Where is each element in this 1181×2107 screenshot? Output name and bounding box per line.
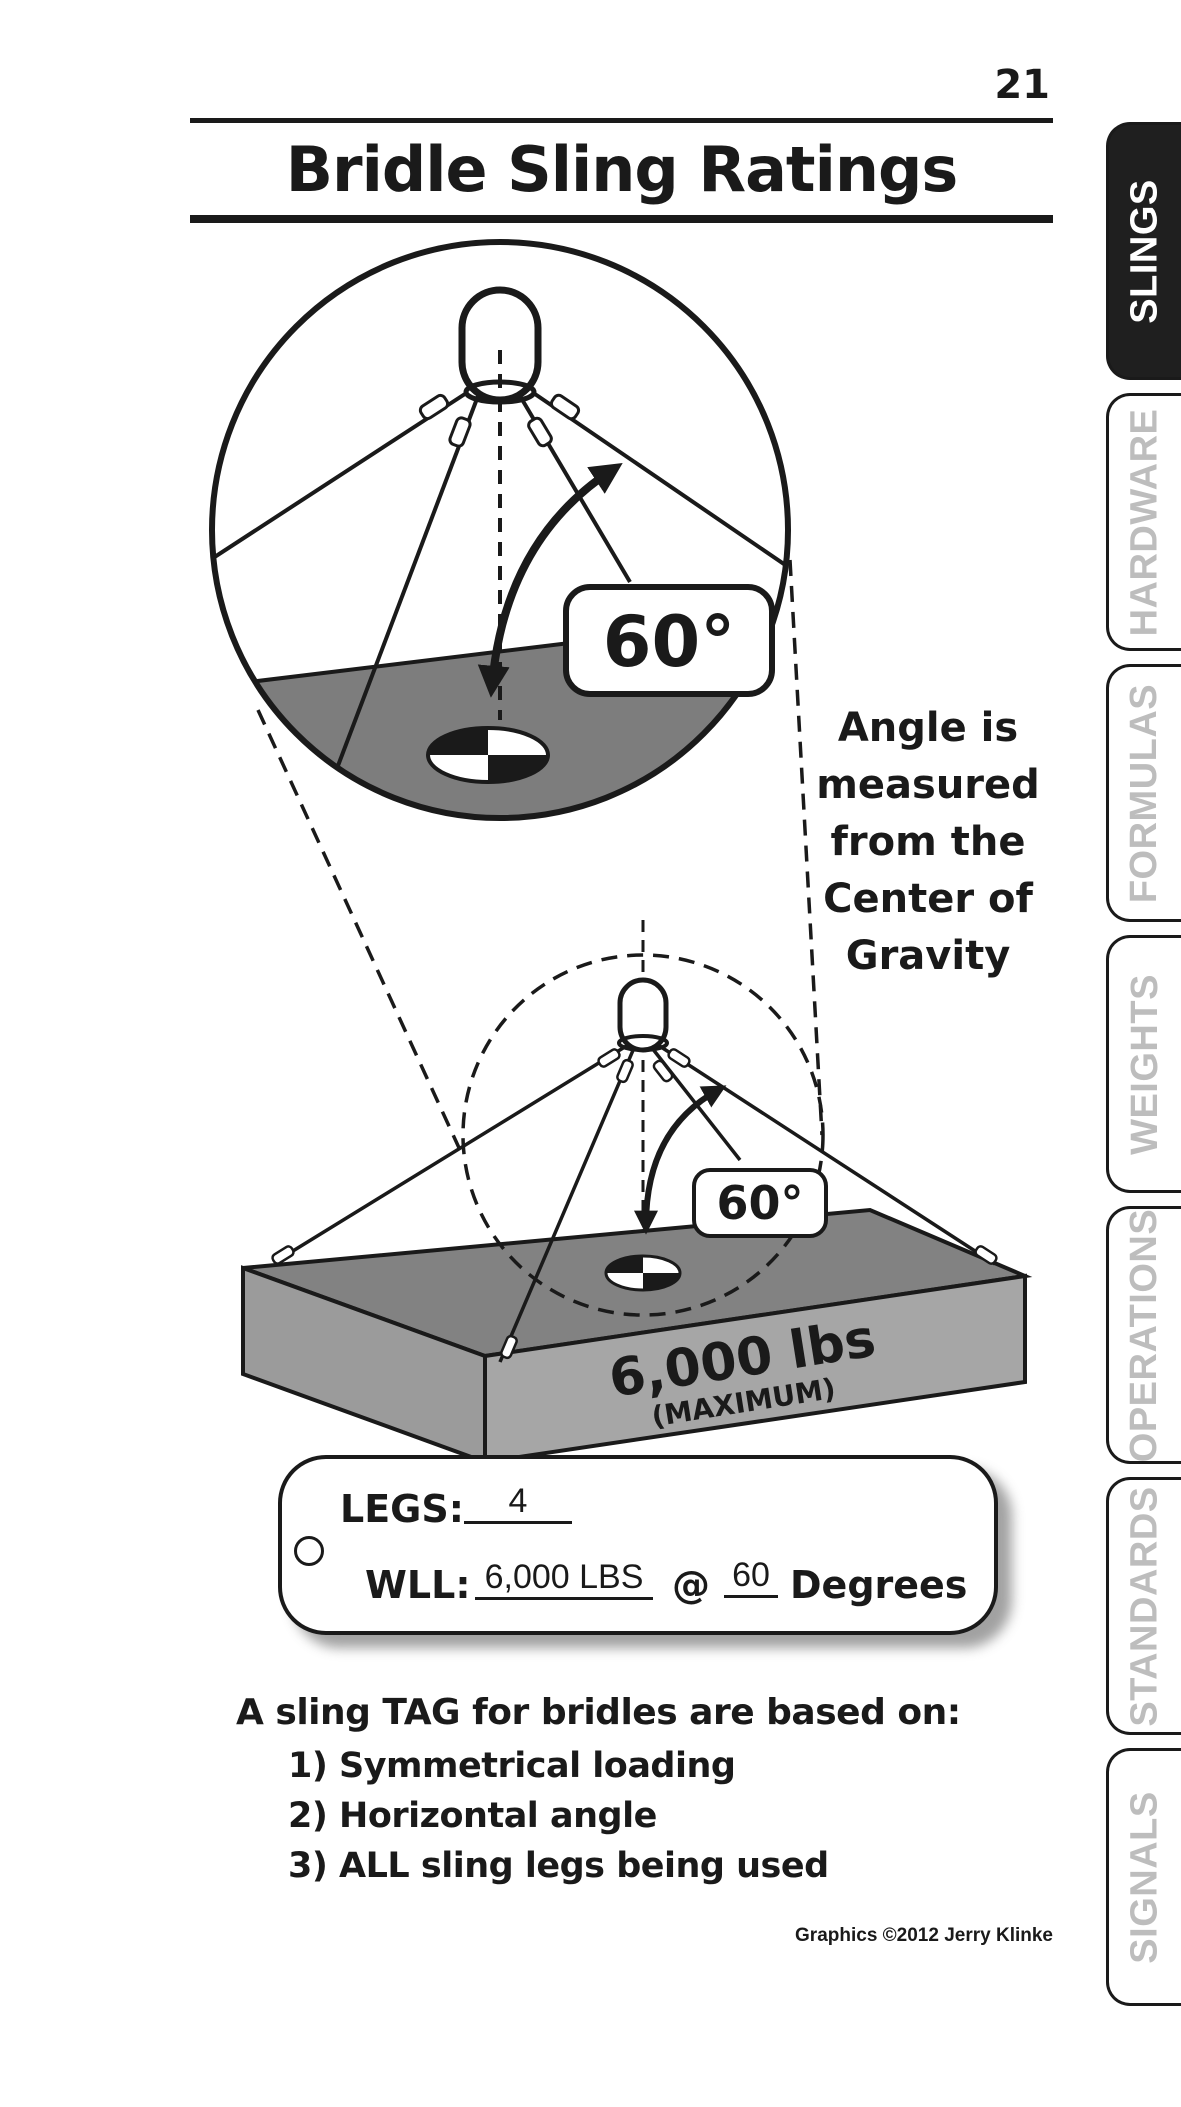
sling-fittings — [271, 1048, 998, 1360]
bridle-note-list: 1) Symmetrical loading 2) Horizontal ang… — [288, 1741, 1036, 1891]
bridle-assembly: 60° — [271, 920, 998, 1363]
detail-circle — [461, 953, 825, 1317]
tab-standards[interactable]: STANDARDS — [1106, 1477, 1181, 1735]
load-front-face — [483, 1273, 1027, 1465]
at-symbol: @ — [672, 1563, 710, 1607]
zoom-sling-fittings — [418, 393, 581, 448]
zoom-angle-arc — [477, 462, 623, 698]
title-rule-bottom — [190, 215, 1053, 223]
angle-note: Angle is measured from the Center of Gra… — [778, 700, 1078, 985]
sling-leg — [657, 1043, 996, 1266]
angle-note-line: Center of — [823, 876, 1033, 922]
cog-marker — [604, 1254, 682, 1292]
sling-leg — [498, 1047, 636, 1363]
zoom-sling-leg — [212, 390, 470, 562]
legs-value: 4 — [464, 1481, 572, 1524]
sling-tag: LEGS: 4 WLL: 6,000 LBS @ 60 Degrees — [278, 1455, 998, 1635]
projection-lines — [256, 559, 824, 1151]
bridle-note-heading: A sling TAG for bridles are based on: — [236, 1692, 961, 1733]
tab-slings[interactable]: SLINGS — [1106, 122, 1181, 380]
legs-label: LEGS: — [340, 1487, 464, 1531]
list-item: 2) Horizontal angle — [288, 1796, 657, 1836]
sling-leg — [274, 1043, 629, 1264]
angle-note-line: measured — [816, 762, 1040, 808]
title-rule-top — [190, 118, 1053, 123]
tab-signals[interactable]: SIGNALS — [1106, 1748, 1181, 2006]
angle-value: 60 — [724, 1555, 778, 1598]
tab-hardware[interactable]: HARDWARE — [1106, 393, 1181, 651]
tag-hole — [294, 1536, 324, 1566]
load-angle-label: 60° — [716, 1176, 803, 1230]
angle-note-line: Angle is — [837, 705, 1019, 751]
wll-label: WLL: — [365, 1563, 471, 1607]
angle-arc — [634, 1085, 727, 1235]
zoom-circle: 60° — [209, 239, 791, 821]
degrees-label: Degrees — [790, 1563, 968, 1607]
wll-value: 6,000 LBS — [475, 1557, 653, 1600]
zoom-angle-badge — [563, 584, 775, 697]
tab-formulas[interactable]: FORMULAS — [1106, 664, 1181, 922]
zoom-sling-leg — [323, 395, 480, 801]
bridle-note: A sling TAG for bridles are based on: 1)… — [236, 1692, 1036, 1891]
page-title: Bridle Sling Ratings — [285, 133, 959, 206]
load-block: 6,000 lbs (MAXIMUM) — [241, 1207, 1033, 1465]
tab-weights[interactable]: WEIGHTS — [1106, 935, 1181, 1193]
zoom-sling-leg — [530, 390, 788, 577]
graphics-credit: Graphics ©2012 Jerry Klinke — [795, 1925, 1053, 1946]
angle-badge — [692, 1168, 828, 1238]
zoom-cog-marker — [426, 726, 550, 784]
angle-note-line: from the — [830, 819, 1026, 865]
list-item: 1) Symmetrical loading — [288, 1746, 736, 1786]
tab-operations[interactable]: OPERATIONS — [1106, 1206, 1181, 1464]
page-number: 21 — [994, 62, 1050, 108]
angle-note-line: Gravity — [845, 933, 1011, 979]
zoom-angle-label: 60° — [603, 601, 735, 683]
list-item: 3) ALL sling legs being used — [288, 1846, 829, 1886]
